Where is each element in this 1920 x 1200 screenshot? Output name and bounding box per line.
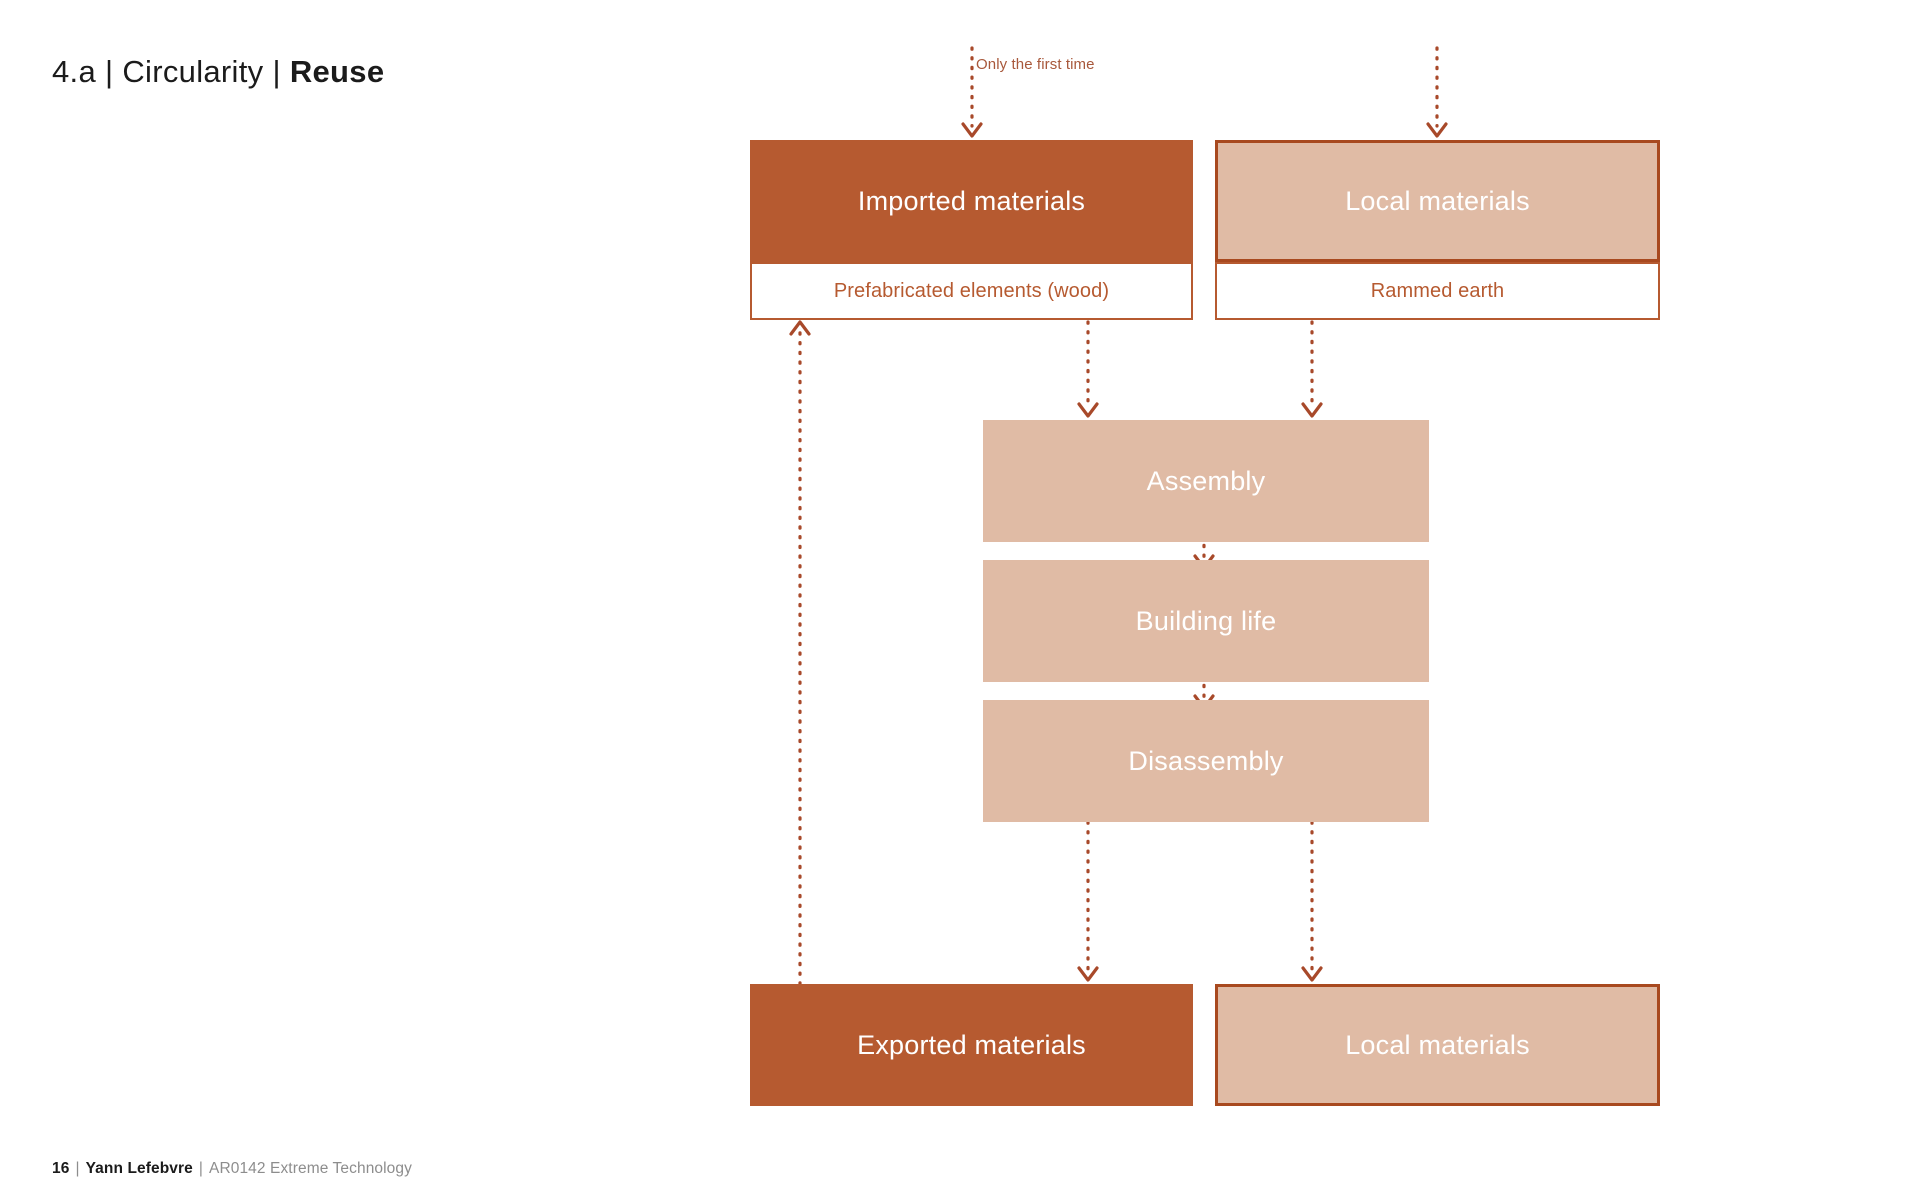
node-rammed-earth-label: Rammed earth [1370, 279, 1505, 302]
footer-author: Yann Lefebvre [85, 1160, 193, 1177]
edge-external-to-imported-materials [952, 46, 992, 140]
node-local-materials-top-label: Local materials [1345, 185, 1530, 216]
footer-course: AR0142 Extreme Technology [209, 1160, 412, 1177]
footer-separator-1: | [75, 1160, 80, 1177]
node-disassembly-label: Disassembly [1128, 745, 1284, 776]
node-building-life[interactable]: Building life [983, 560, 1429, 682]
edge-exported-materials-to-prefabricated-elements [780, 316, 820, 988]
node-disassembly[interactable]: Disassembly [983, 700, 1429, 822]
node-local-materials-bottom[interactable]: Local materials [1215, 984, 1660, 1106]
page-title: 4.a|Circularity|Reuse [52, 54, 384, 90]
annotation-only-the-first-time: Only the first time [976, 56, 1095, 73]
node-prefabricated-elements[interactable]: Prefabricated elements (wood) [750, 262, 1193, 320]
node-exported-materials-label: Exported materials [857, 1029, 1086, 1060]
node-assembly-label: Assembly [1146, 465, 1266, 496]
node-local-materials-bottom-label: Local materials [1345, 1029, 1530, 1060]
title-category: Circularity [122, 54, 264, 89]
edge-disassembly-to-exported-materials [1068, 820, 1108, 984]
node-exported-materials[interactable]: Exported materials [750, 984, 1193, 1106]
node-prefabricated-elements-label: Prefabricated elements (wood) [833, 279, 1110, 302]
footer-page-number: 16 [52, 1160, 70, 1177]
slide-footer: 16 | Yann Lefebvre | AR0142 Extreme Technolo… [52, 1160, 412, 1178]
node-imported-materials[interactable]: Imported materials [750, 140, 1193, 262]
node-rammed-earth[interactable]: Rammed earth [1215, 262, 1660, 320]
title-section-number: 4.a [52, 54, 96, 89]
title-separator-1: | [105, 54, 114, 89]
title-topic: Reuse [289, 54, 385, 89]
node-imported-materials-label: Imported materials [857, 185, 1086, 216]
node-assembly[interactable]: Assembly [983, 420, 1429, 542]
node-building-life-label: Building life [1135, 605, 1277, 636]
edge-rammed-earth-to-assembly [1292, 320, 1332, 420]
title-separator-2: | [272, 54, 281, 89]
footer-separator-2: | [198, 1160, 203, 1177]
edge-disassembly-to-local-materials-bottom [1292, 820, 1332, 984]
node-local-materials-top[interactable]: Local materials [1215, 140, 1660, 262]
edge-prefabricated-elements-to-assembly [1068, 320, 1108, 420]
edge-external-to-local-materials-top [1417, 46, 1457, 140]
